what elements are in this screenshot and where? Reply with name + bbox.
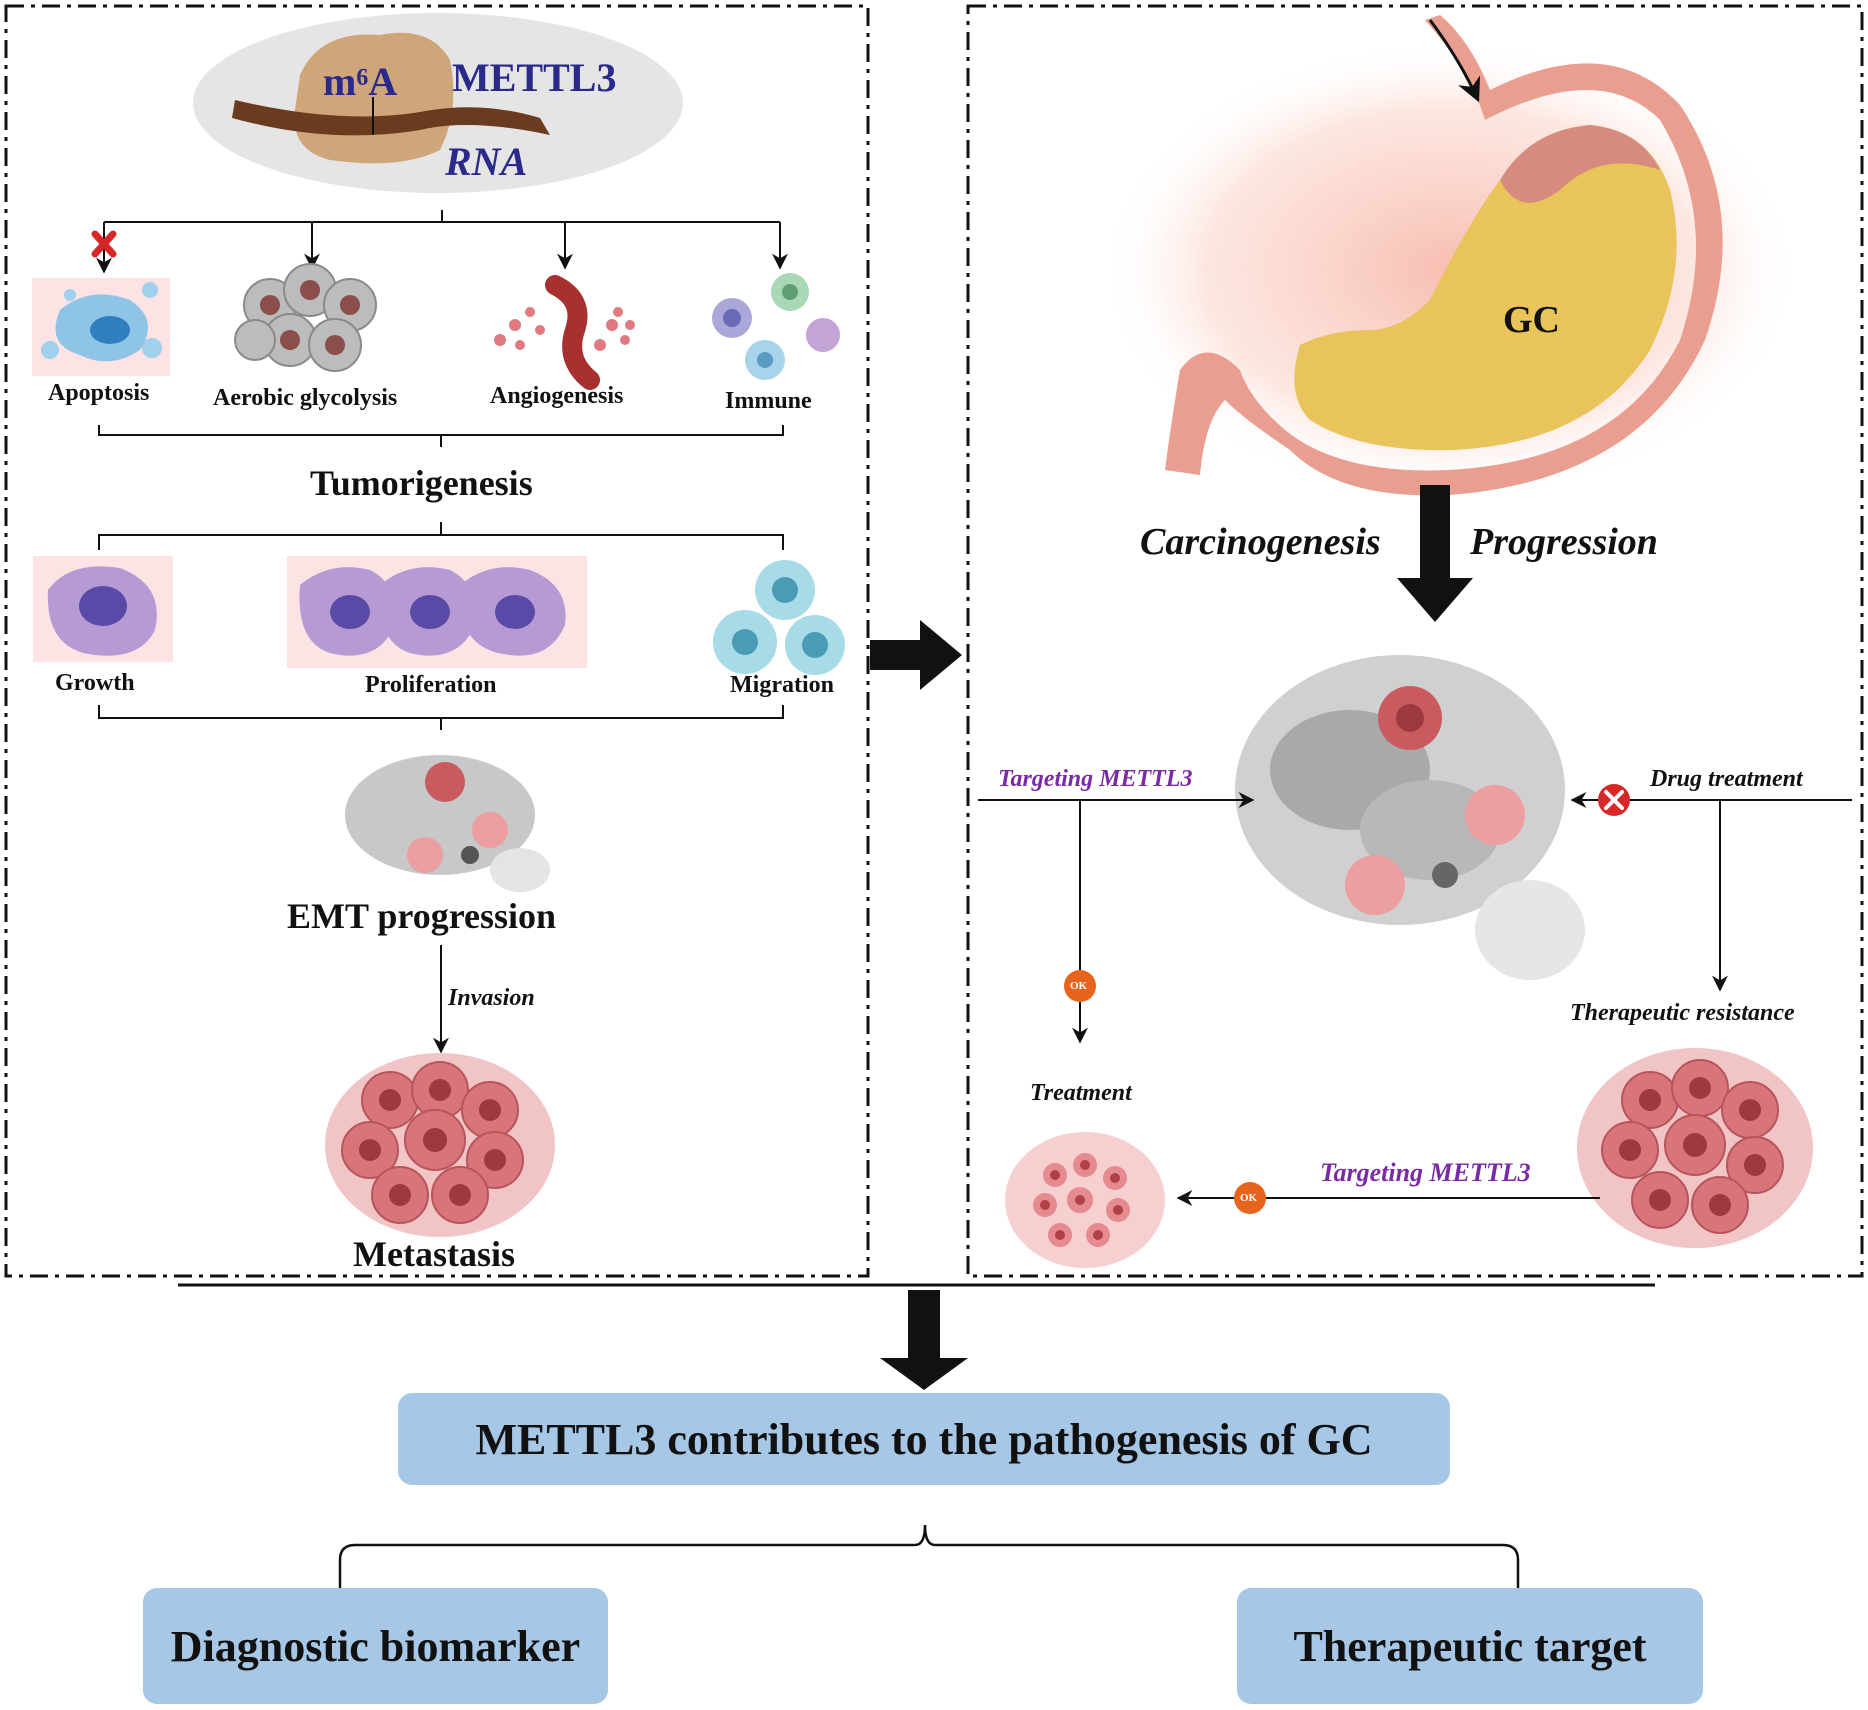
therapeutic-target-box: Therapeutic target bbox=[1237, 1588, 1703, 1704]
cell-behavior-bracket bbox=[98, 522, 784, 550]
inhibition-x-icon bbox=[91, 230, 117, 258]
left-panel-border bbox=[4, 4, 870, 1278]
ok-badge-horizontal bbox=[1234, 1182, 1266, 1214]
rna-label: RNA bbox=[445, 139, 528, 184]
proliferation-cells-icon bbox=[287, 556, 587, 668]
mettl3-enzyme-label: METTL3 bbox=[452, 55, 617, 100]
ok-badge-vertical-label: OK bbox=[1070, 980, 1088, 992]
emt-bracket bbox=[98, 705, 784, 730]
emt-progression-label: EMT progression bbox=[287, 896, 557, 936]
emt-tumor-icon bbox=[345, 755, 550, 892]
growth-cell-icon bbox=[33, 556, 173, 662]
process-label-angiogenesis: Angiogenesis bbox=[490, 383, 624, 409]
diagnostic-biomarker-box: Diagnostic biomarker bbox=[143, 1588, 608, 1704]
process-label-immune: Immune bbox=[725, 388, 812, 414]
targeting-left-lines bbox=[978, 792, 1255, 1044]
carcinogenesis-arrow bbox=[1397, 485, 1473, 622]
behavior-label-migration: Migration bbox=[730, 672, 834, 698]
progression-label: Progression bbox=[1470, 521, 1658, 563]
targeting-mettl3-left-label: Targeting METTL3 bbox=[998, 766, 1193, 792]
ok-badge-vertical bbox=[1064, 970, 1096, 1002]
drug-treatment-label: Drug treatment bbox=[1650, 766, 1803, 792]
resistance-cluster-icon bbox=[1577, 1048, 1813, 1248]
angiogenesis-icon bbox=[494, 275, 635, 390]
right-panel-border bbox=[966, 4, 1864, 1278]
invasion-label: Invasion bbox=[448, 985, 535, 1011]
drug-block-icon bbox=[1598, 784, 1630, 816]
m6a-label: m⁶A bbox=[323, 59, 398, 104]
panel-link-arrow bbox=[870, 620, 962, 690]
metastasis-label: Metastasis bbox=[353, 1234, 515, 1274]
immune-cells-icon bbox=[712, 273, 840, 380]
gc-organ-label: GC bbox=[1503, 299, 1560, 341]
therapeutic-resistance-label: Therapeutic resistance bbox=[1570, 1000, 1795, 1026]
behavior-label-proliferation: Proliferation bbox=[365, 672, 497, 698]
process-label-apoptosis: Apoptosis bbox=[48, 380, 150, 406]
gc-tumor-icon bbox=[1235, 655, 1585, 980]
summary-bracket bbox=[338, 1524, 1520, 1588]
treatment-cluster-icon bbox=[1005, 1132, 1165, 1268]
m6a-illustration bbox=[193, 13, 683, 193]
apoptosis-cell-icon bbox=[32, 278, 170, 376]
metastasis-cluster-icon bbox=[325, 1053, 555, 1237]
treatment-label: Treatment bbox=[1030, 1080, 1132, 1106]
ok-badge-horizontal-label: OK bbox=[1240, 1192, 1258, 1204]
summary-main-box: METTL3 contributes to the pathogenesis o… bbox=[398, 1393, 1450, 1485]
process-branch-lines bbox=[96, 210, 788, 274]
carcinogenesis-label: Carcinogenesis bbox=[1140, 521, 1381, 563]
summary-arrow bbox=[880, 1290, 968, 1390]
tumorigenesis-label: Tumorigenesis bbox=[310, 463, 533, 503]
drug-treatment-lines bbox=[1570, 792, 1852, 992]
migration-cells-icon bbox=[713, 560, 845, 675]
targeting-mettl3-bottom-label: Targeting METTL3 bbox=[1320, 1158, 1531, 1187]
stomach-illustration bbox=[1100, 15, 1800, 500]
aerobic-glycolysis-icon bbox=[234, 263, 377, 372]
behavior-label-growth: Growth bbox=[55, 670, 135, 696]
tumorigenesis-bracket bbox=[98, 425, 784, 447]
process-label-aerobic-glycolysis: Aerobic glycolysis bbox=[213, 385, 398, 411]
